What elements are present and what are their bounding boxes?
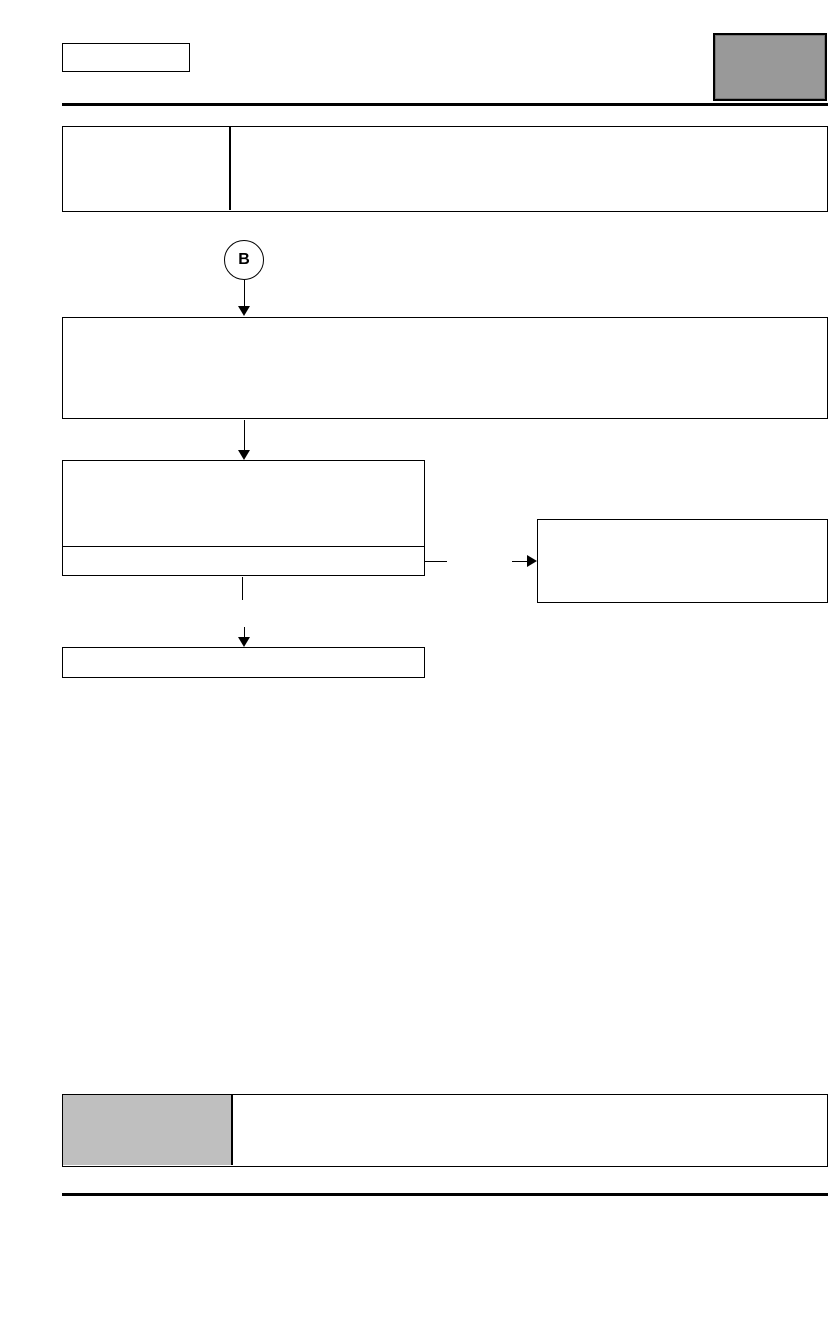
connector-arrow-line [244, 280, 245, 307]
step-2-text [63, 461, 424, 546]
arrow-down-icon [238, 306, 250, 316]
arrow-down-icon [238, 637, 250, 647]
step-1-box [62, 317, 828, 419]
top-table-left-cell [63, 127, 231, 210]
step-2-down-line-upper [242, 577, 243, 600]
branch-line-left [425, 561, 447, 562]
final-box [62, 647, 425, 678]
step-1-arrow-line [244, 420, 245, 451]
reference-label-box [62, 43, 190, 72]
bottom-table-left-cell [63, 1095, 233, 1165]
top-table [62, 126, 828, 212]
top-table-right-cell [233, 127, 826, 210]
header-rule [62, 103, 828, 106]
branch-box [537, 519, 828, 603]
step-2-box [62, 460, 425, 576]
arrow-right-icon [527, 555, 537, 567]
connector-b-circle: B [224, 240, 264, 280]
branch-line-right [512, 561, 528, 562]
step-2-footer [63, 546, 424, 575]
connector-b-label: B [238, 251, 250, 268]
arrow-down-icon [238, 450, 250, 460]
section-tab [713, 33, 827, 101]
bottom-table [62, 1094, 828, 1167]
bottom-table-right-cell [233, 1095, 826, 1165]
footer-rule [62, 1193, 828, 1196]
step-2-down-line-lower [244, 627, 245, 638]
